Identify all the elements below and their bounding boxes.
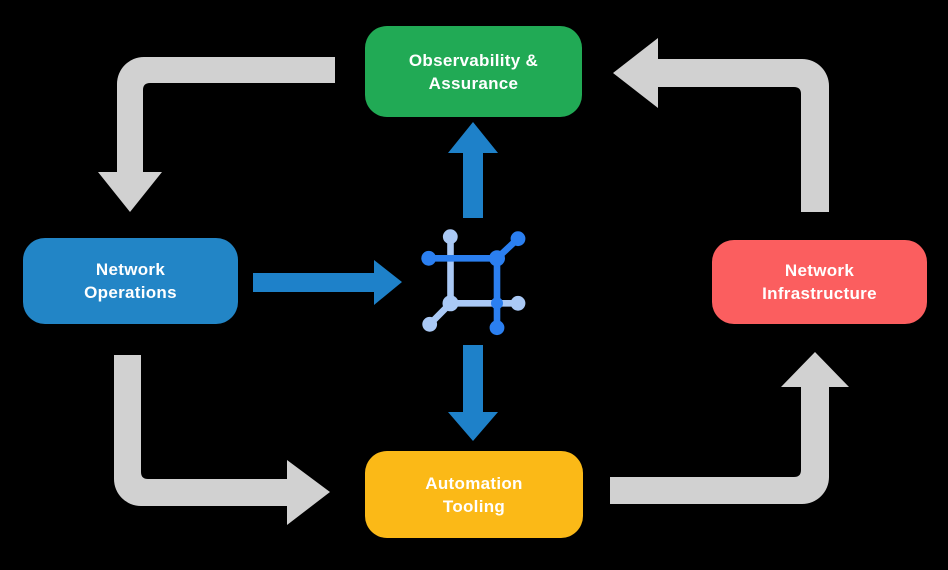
node-automation-tooling-label: Automation Tooling [425,473,523,516]
arrow-infrastructure-to-observability [613,38,829,212]
arrow-icon-to-tooling [448,345,498,441]
network-chip-icon-dark-dots [421,231,526,336]
arrow-icon-to-observability [448,122,498,218]
network-chip-icon-light-dots [422,229,526,332]
node-network-operations-label: Network Operations [84,260,177,302]
arrow-operations-to-tooling [114,355,330,525]
node-network-operations: Network Operations [23,238,238,324]
node-network-infrastructure: Network Infrastructure [712,240,927,324]
arrow-tooling-to-infrastructure [610,352,849,504]
node-network-infrastructure-label: Network Infrastructure [762,261,877,303]
node-observability-assurance: Observability & Assurance [365,26,582,117]
node-automation-tooling: Automation Tooling [365,451,583,538]
arrow-observability-to-operations [98,57,335,212]
node-observability-assurance-label: Observability & Assurance [408,50,539,93]
network-chip-icon [421,229,526,336]
arrow-operations-to-icon [253,260,402,305]
